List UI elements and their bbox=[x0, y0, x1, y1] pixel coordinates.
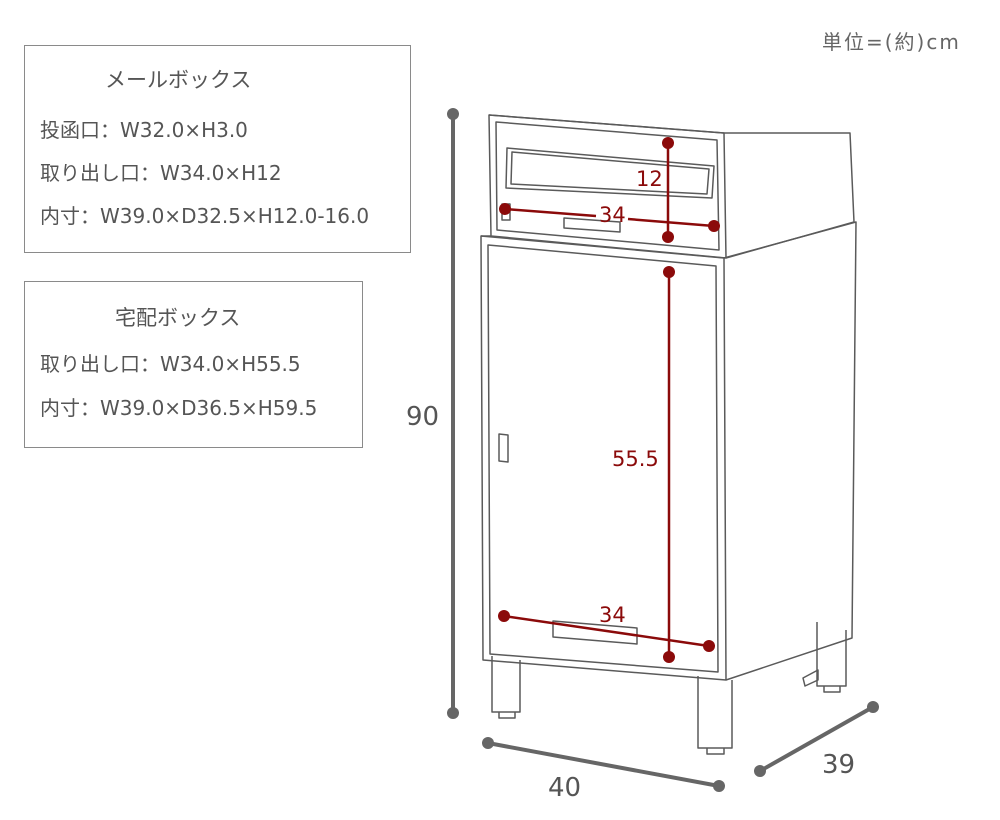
width-dimension-label: 40 bbox=[548, 773, 581, 803]
front-left-foot bbox=[498, 712, 516, 719]
parcel-box-opening-spec: 取り出し口：W34.0×H55.5 bbox=[40, 352, 301, 376]
door-handle bbox=[498, 433, 509, 463]
parcel-box-title: 宅配ボックス bbox=[115, 306, 241, 330]
depth-dimension-left-dot bbox=[754, 765, 766, 777]
parcel-opening-width-right-dot bbox=[703, 640, 715, 652]
mail-opening-width-left-dot bbox=[499, 203, 511, 215]
mail-box-title: メールボックス bbox=[105, 68, 252, 92]
depth-dimension-label: 39 bbox=[822, 750, 855, 780]
depth-dimension-right-dot bbox=[867, 701, 879, 713]
depth-dimension-line bbox=[759, 705, 874, 773]
mail-slot bbox=[505, 147, 715, 199]
parcel-box-inner-size-spec: 内寸：W39.0×D36.5×H59.5 bbox=[40, 396, 318, 420]
mailbox-front bbox=[488, 114, 727, 259]
mail-box-opening-spec: 取り出し口：W34.0×H12 bbox=[40, 161, 282, 185]
parcel-latch bbox=[552, 620, 638, 645]
mailbox-latch bbox=[563, 217, 621, 233]
mail-opening-width-right-dot bbox=[708, 220, 720, 232]
unit-label: 単位=(約)cm bbox=[822, 30, 961, 54]
parcel-opening-width-left-dot bbox=[498, 610, 510, 622]
front-left-leg bbox=[491, 656, 521, 713]
mail-box-spec-box: メールボックス 投函口：W32.0×H3.0 取り出し口：W34.0×H12 内… bbox=[24, 45, 411, 253]
parcel-opening-height-label: 55.5 bbox=[612, 447, 659, 471]
mailbox-inner-frame bbox=[495, 121, 720, 251]
height-dimension-label: 90 bbox=[406, 402, 439, 432]
parcel-opening-width-label: 34 bbox=[599, 603, 626, 627]
parcel-door bbox=[487, 244, 719, 673]
mail-opening-width-line-right bbox=[627, 217, 715, 228]
height-dimension-top-dot bbox=[447, 108, 459, 120]
parcel-opening-width-line bbox=[503, 614, 710, 648]
mail-box-slot-spec: 投函口：W32.0×H3.0 bbox=[40, 118, 248, 142]
height-dimension-bottom-dot bbox=[447, 707, 459, 719]
width-dimension-line bbox=[487, 741, 720, 788]
parcel-opening-height-bottom-dot bbox=[663, 651, 675, 663]
back-bracket bbox=[802, 669, 819, 687]
mail-opening-height-label: 12 bbox=[636, 167, 663, 191]
mail-slot-inner bbox=[510, 151, 710, 195]
mailbox-top-edge bbox=[488, 114, 725, 134]
mail-opening-height-bottom-dot bbox=[662, 231, 674, 243]
back-right-leg bbox=[816, 622, 847, 687]
mail-opening-width-line bbox=[504, 207, 597, 218]
parcel-side bbox=[723, 221, 857, 681]
mailbox-side bbox=[724, 132, 855, 259]
mail-box-inner-size-spec: 内寸：W39.0×D32.5×H12.0-16.0 bbox=[40, 204, 370, 228]
mail-opening-width-label: 34 bbox=[599, 203, 626, 227]
front-right-foot bbox=[706, 748, 725, 755]
width-dimension-left-dot bbox=[482, 737, 494, 749]
front-right-leg bbox=[697, 676, 733, 749]
parcel-box-spec-box: 宅配ボックス 取り出し口：W34.0×H55.5 内寸：W39.0×D36.5×… bbox=[24, 281, 363, 448]
back-right-foot bbox=[823, 686, 841, 693]
parcel-opening-height-top-dot bbox=[663, 266, 675, 278]
mail-opening-height-top-dot bbox=[662, 137, 674, 149]
width-dimension-right-dot bbox=[713, 780, 725, 792]
